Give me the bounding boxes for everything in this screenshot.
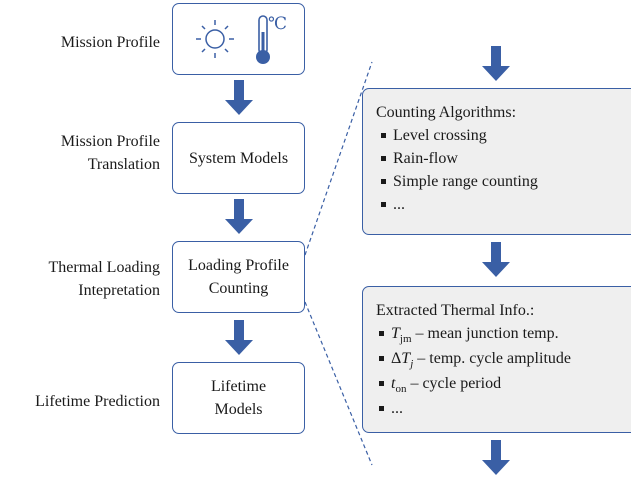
- label-thermal-loading: Thermal Loading Intepretation: [48, 259, 160, 299]
- label-mission-profile-translation: Mission Profile Translation: [60, 133, 160, 173]
- sun-icon: [196, 20, 234, 58]
- list-item: ton – cycle period: [376, 372, 631, 397]
- counting-algorithms-box: Counting Algorithms: Level crossing Rain…: [362, 88, 631, 235]
- extracted-thermal-info-list: Tjm – mean junction temp. ΔTj – temp. cy…: [376, 322, 631, 420]
- down-arrow-icon: [225, 320, 253, 355]
- system-models-box: System Models: [172, 122, 305, 194]
- loading-profile-counting-box: Loading Profile Counting: [172, 241, 305, 313]
- down-arrow-icon: [482, 440, 510, 475]
- label-lifetime-prediction: Lifetime Prediction: [35, 393, 160, 410]
- counting-algorithms-title: Counting Algorithms:: [376, 104, 517, 121]
- thermometer-icon: [256, 15, 270, 64]
- extracted-thermal-info-title: Extracted Thermal Info.:: [376, 302, 535, 319]
- mission-profile-box: ℃: [172, 3, 305, 75]
- lifetime-models-box: Lifetime Models: [172, 362, 305, 434]
- list-item: ...: [378, 193, 631, 216]
- list-item: Rain-flow: [378, 147, 631, 170]
- list-item: Tjm – mean junction temp.: [376, 322, 631, 347]
- down-arrow-icon: [225, 80, 253, 115]
- list-item: Level crossing: [378, 124, 631, 147]
- down-arrow-icon: [225, 199, 253, 234]
- extracted-thermal-info-box: Extracted Thermal Info.: Tjm – mean junc…: [362, 286, 631, 433]
- celsius-symbol: ℃: [268, 14, 288, 33]
- down-arrow-icon: [482, 46, 510, 81]
- label-mission-profile: Mission Profile: [60, 34, 160, 51]
- list-item: ...: [376, 397, 631, 420]
- list-item: ΔTj – temp. cycle amplitude: [376, 347, 631, 372]
- counting-algorithms-list: Level crossing Rain-flow Simple range co…: [376, 124, 631, 216]
- list-item: Simple range counting: [378, 170, 631, 193]
- down-arrow-icon: [482, 242, 510, 277]
